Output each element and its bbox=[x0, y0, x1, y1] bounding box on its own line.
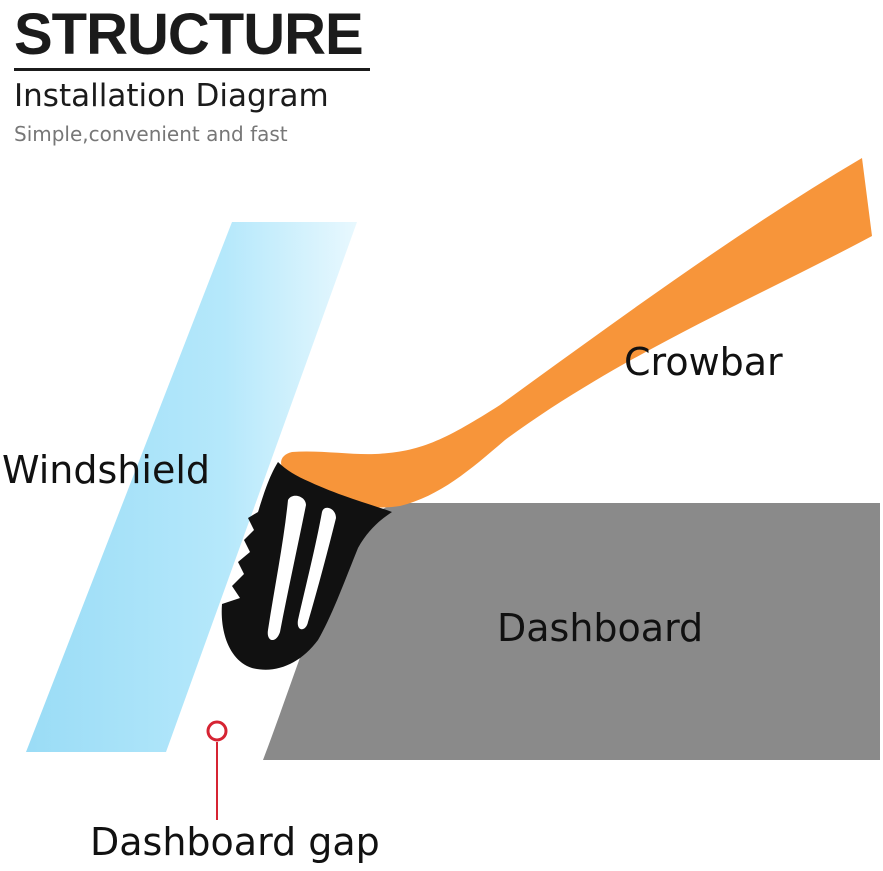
title-underline bbox=[14, 68, 370, 71]
dashboard-label: Dashboard bbox=[497, 606, 704, 650]
crowbar-label: Crowbar bbox=[624, 340, 783, 384]
rubber-clip bbox=[221, 462, 392, 670]
diagram-tagline: Simple,convenient and fast bbox=[14, 122, 288, 146]
windshield-label: Windshield bbox=[2, 448, 210, 492]
dashboard-gap-label: Dashboard gap bbox=[90, 820, 380, 864]
diagram-title: STRUCTURE bbox=[14, 2, 364, 67]
crowbar-shape bbox=[281, 158, 872, 508]
windshield-shape bbox=[26, 222, 357, 752]
diagram-subtitle: Installation Diagram bbox=[14, 78, 329, 114]
dashboard-shape bbox=[263, 503, 880, 760]
diagram-header: STRUCTURE Installation Diagram Simple,co… bbox=[14, 4, 370, 147]
dashboard-gap-marker bbox=[206, 720, 228, 820]
